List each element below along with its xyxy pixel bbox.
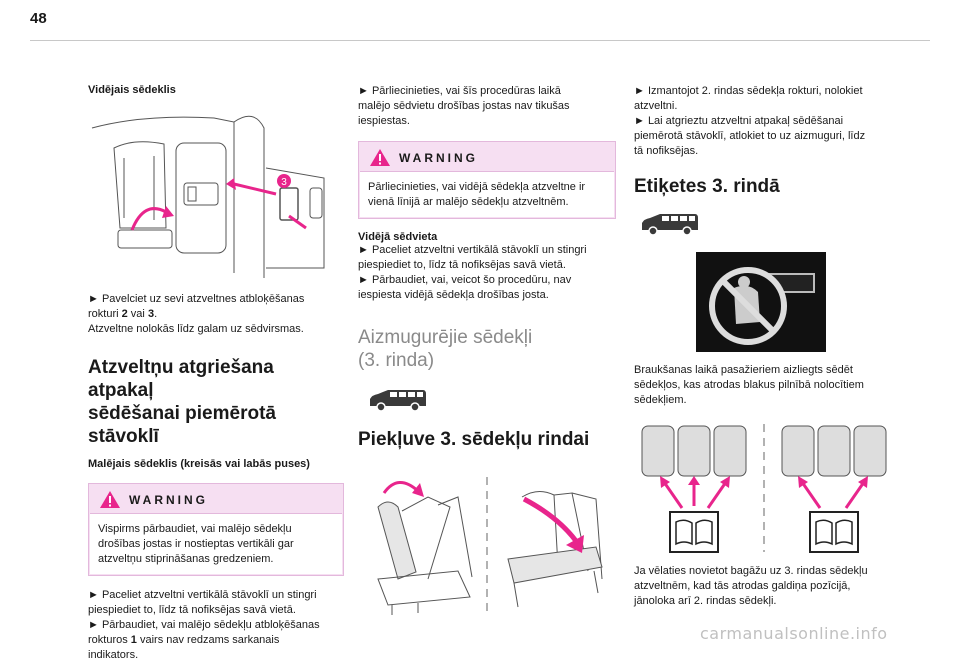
warning-triangle-icon: [370, 149, 390, 166]
subheading-outer-seat: Malējais sēdeklis (kreisās vai labās pus…: [88, 458, 310, 470]
instruction-unlock-backrest: ► Pavelciet uz sevi atzveltnes atbloķēša…: [88, 293, 305, 335]
subheading-middle-place: Vidējā sēdvieta: [358, 231, 438, 243]
luggage-labels-illustration: [634, 420, 894, 556]
warning-title: WARNING: [399, 150, 478, 165]
manual-book-icon: [809, 511, 859, 553]
label-no-sitting-text: Braukšanas laikā pasažieriem aizliegts s…: [634, 364, 864, 406]
middle-seat-illustration: 3: [84, 108, 344, 280]
third-row-access-illustration: [358, 467, 616, 617]
heading-access-third-row: Piekļuve 3. sēdekļu rindai: [358, 429, 590, 450]
column-3: ► Izmantojot 2. rindas sēdekļa rokturi, …: [634, 84, 894, 609]
instruction-seatbelts: ► Pārliecinieties, vai šīs procedūras la…: [358, 85, 570, 127]
instruction-raise-backrest: ► Paceliet atzveltni vertikālā stāvoklī …: [88, 589, 320, 661]
van-icon: [640, 212, 894, 236]
warning-triangle-icon: [100, 491, 120, 508]
no-sitting-label-icon: [696, 252, 894, 352]
heading-labels-third-row: Etiķetes 3. rindā: [634, 176, 780, 197]
instruction-luggage: Ja vēlaties novietot bagāžu uz 3. rindas…: [634, 565, 868, 607]
top-rule: [30, 40, 930, 41]
instruction-middle-place: ► Paceliet atzveltni vertikālā stāvoklī …: [358, 244, 587, 301]
warning-box: WARNING Pārliecinieties, vai vidējā sēde…: [358, 141, 616, 219]
page-number: 48: [30, 10, 47, 27]
fold-arrow: [130, 207, 167, 231]
column-2: ► Pārliecinieties, vai šīs procedūras la…: [358, 84, 616, 617]
column-1: Vidējais sēdeklis 3: [88, 84, 344, 663]
instruction-fold-backrest: ► Izmantojot 2. rindas sēdekļa rokturi, …: [634, 85, 866, 157]
manual-book-icon: [669, 511, 719, 553]
warning-box: WARNING Vispirms pārbaudiet, vai malējo …: [88, 483, 344, 576]
heading-return-backrest: Atzveltņu atgriešana atpakaļ sēdēšanai p…: [88, 357, 276, 447]
subheading-middle-seat: Vidējais sēdeklis: [88, 84, 176, 96]
callout-number-3: 3: [281, 177, 287, 188]
warning-title: WARNING: [129, 492, 208, 507]
footer-watermark: carmanualsonline.info: [700, 624, 888, 643]
van-icon: [368, 388, 616, 412]
section-title-rear-seats: Aizmugurējie sēdekļi (3. rinda): [358, 327, 533, 371]
